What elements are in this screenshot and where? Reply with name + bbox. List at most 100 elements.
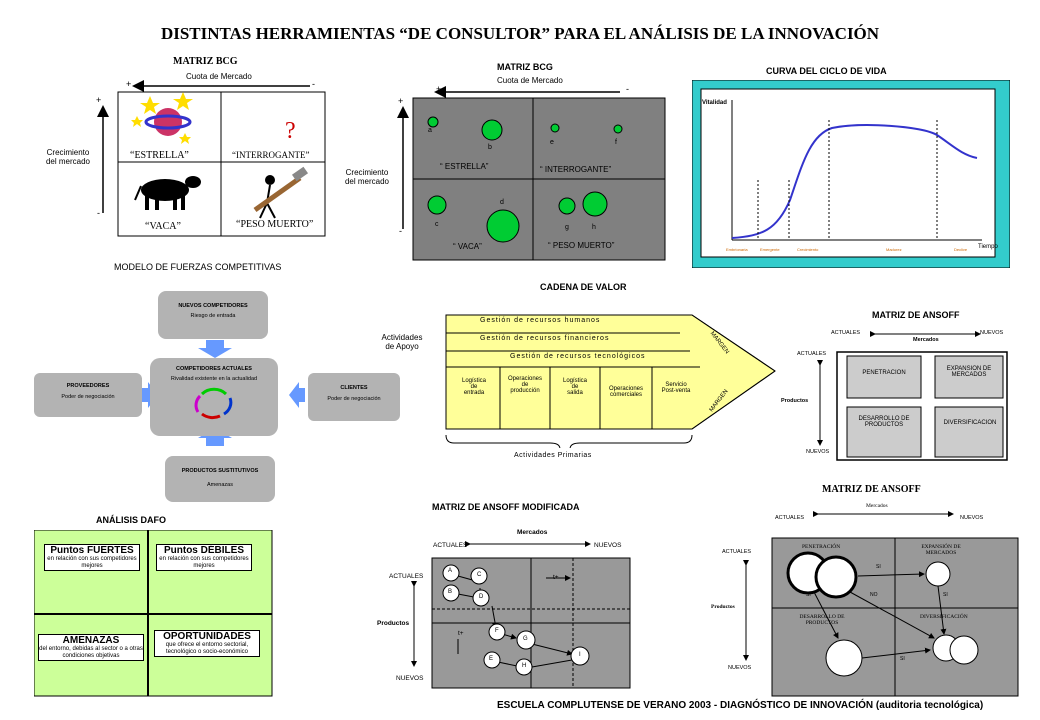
ansoff2-penetracion: PENETRACIÓN <box>802 544 841 550</box>
value-chain-title: CADENA DE VALOR <box>540 282 627 292</box>
rivalry-cycle-icon <box>194 387 233 420</box>
ansoff2-si-1: SI <box>876 564 881 570</box>
ansoff1-actuales-x: ACTUALES <box>831 330 861 336</box>
node-label-f: F <box>495 628 499 634</box>
bcg1-frame: ? <box>97 80 326 237</box>
bcg1-minus-y: - <box>97 208 100 218</box>
support-finance: Gestión de recursos financieros <box>480 335 610 342</box>
ansoff-mod-actuales-y: ACTUALES <box>389 573 424 580</box>
ansoff1-frame <box>817 331 1008 461</box>
ansoff2-actuales-y: ACTUALES <box>722 549 752 555</box>
ansoff2-nuevos-x: NUEVOS <box>960 515 984 521</box>
phase-declive: Declive <box>954 247 968 252</box>
ansoff2-no: NO <box>870 592 878 598</box>
bcg2-frame <box>397 86 666 261</box>
ansoff2-circle-6 <box>949 635 979 665</box>
bubble-label-f: f <box>615 139 617 146</box>
bcg1-dead-label: “PESO MUERTO” <box>236 219 314 230</box>
node-a <box>442 564 460 582</box>
porter-title: MODELO DE FUERZAS COMPETITIVAS <box>114 262 282 272</box>
bcg1-minus: - <box>312 79 315 89</box>
phase-crecimiento: Crecimiento <box>797 247 819 252</box>
bubble-label-d: d <box>500 199 504 206</box>
ansoff2-mercados: Mercados <box>866 503 888 509</box>
bcg2-minus-y: - <box>399 226 402 236</box>
ansoff2-title: MATRIZ DE ANSOFF <box>822 484 921 495</box>
bubble-d <box>486 209 520 243</box>
bubble-label-a: a <box>428 127 432 134</box>
lifecycle-x-label: Tiempo <box>978 244 998 250</box>
ansoff-mod-actuales-x: ACTUALES <box>433 542 468 549</box>
phase-embrionaria: Embrionaria <box>726 247 748 252</box>
node-b <box>442 584 460 602</box>
cow-icon <box>134 176 201 210</box>
ansoff1-actuales-y: ACTUALES <box>797 351 827 357</box>
ansoff-mod-nuevos-x: NUEVOS <box>594 542 622 549</box>
value-chain-shape <box>445 314 776 448</box>
porter-new-competitors: NUEVOS COMPETIDORES Riesgo de entrada <box>158 291 268 339</box>
node-label-c: C <box>477 572 482 578</box>
lifecycle-title: CURVA DEL CICLO DE VIDA <box>766 66 887 76</box>
dafo-weaknesses: Puntos DÉBILES en relación con sus compe… <box>156 544 252 571</box>
page-footer: ESCUELA COMPLUTENSE DE VERANO 2003 - DIA… <box>497 700 984 711</box>
question-mark-icon: ? <box>285 118 296 144</box>
dafo-strengths: Puntos FUERTES en relación con sus compe… <box>44 544 140 571</box>
support-tech: Gestión de recursos tecnológicos <box>510 353 646 360</box>
bcg1-plus: + <box>126 79 132 89</box>
ansoff1-mercados: Mercados <box>913 337 939 343</box>
node-label-h: H <box>522 663 527 669</box>
lifecycle-plot <box>692 80 1010 268</box>
porter-arrow-right <box>289 382 305 408</box>
bubble-label-b: b <box>488 144 492 151</box>
bubble-e <box>550 123 560 133</box>
bubble-label-g: g <box>565 224 569 231</box>
ansoff2-si-4: SI <box>900 656 905 662</box>
node-g <box>516 630 536 650</box>
tplus-top: t+ <box>553 574 559 581</box>
node-label-d: D <box>479 594 484 600</box>
ansoff2-expansion: EXPANSIÓN DE MERCADOS <box>921 544 961 556</box>
ansoff-mod-mercados: Mercados <box>517 529 548 536</box>
ansoff1-penetracion: PENETRACION <box>862 370 906 376</box>
bubble-a <box>427 116 439 128</box>
ansoff1-expansion: EXPANSION DE MERCADOS <box>946 366 992 378</box>
ansoff-mod-title: MATRIZ DE ANSOFF MODIFICADA <box>432 502 580 512</box>
bcg1-plus-y: + <box>96 95 102 105</box>
primary-activities-label: Actividades Primarias <box>514 452 592 459</box>
ansoff1-nuevos-x: NUEVOS <box>980 330 1004 336</box>
bcg2-dead-label: “ PESO MUERTO” <box>548 241 615 250</box>
node-label-e: E <box>489 656 494 662</box>
bubble-c <box>427 195 447 215</box>
dead-weight-icon <box>253 166 309 219</box>
ansoff1-nuevos-y: NUEVOS <box>806 449 830 455</box>
node-c <box>470 567 488 585</box>
ansoff2-si-2: SI <box>806 592 811 598</box>
bubble-label-c: c <box>435 221 439 228</box>
ansoff2-desarrollo: DESARROLLO DE PRODUCTOS <box>799 614 845 626</box>
node-label-i: I <box>579 652 581 658</box>
lifecycle-y-label: Vitalidad <box>702 100 727 106</box>
ansoff-mod-productos: Productos <box>377 620 410 627</box>
node-f <box>488 623 506 641</box>
ansoff1-productos: Productos <box>781 398 809 404</box>
porter-clients: CLIENTES Poder de negociación <box>308 373 400 421</box>
ansoff2-diversificacion: DIVERSIFICACIÓN <box>920 614 968 620</box>
bubble-label-h: h <box>592 224 596 231</box>
phase-madurez: Madurez <box>886 247 902 252</box>
page-title: DISTINTAS HERRAMIENTAS “DE CONSULTOR” PA… <box>160 24 880 43</box>
star-planet-icon <box>131 92 193 144</box>
dafo-title: ANÁLISIS DAFO <box>96 515 167 525</box>
tplus-left: t+ <box>458 630 464 637</box>
ansoff2-actuales-x: ACTUALES <box>775 515 805 521</box>
bcg2-title: MATRIZ BCG <box>497 62 553 72</box>
ansoff2-circle-4 <box>825 639 863 677</box>
bubble-g <box>558 197 576 215</box>
bubble-f <box>613 124 623 134</box>
support-hr: Gestión de recursos humanos <box>480 317 601 324</box>
ansoff2-frame <box>743 511 1019 697</box>
